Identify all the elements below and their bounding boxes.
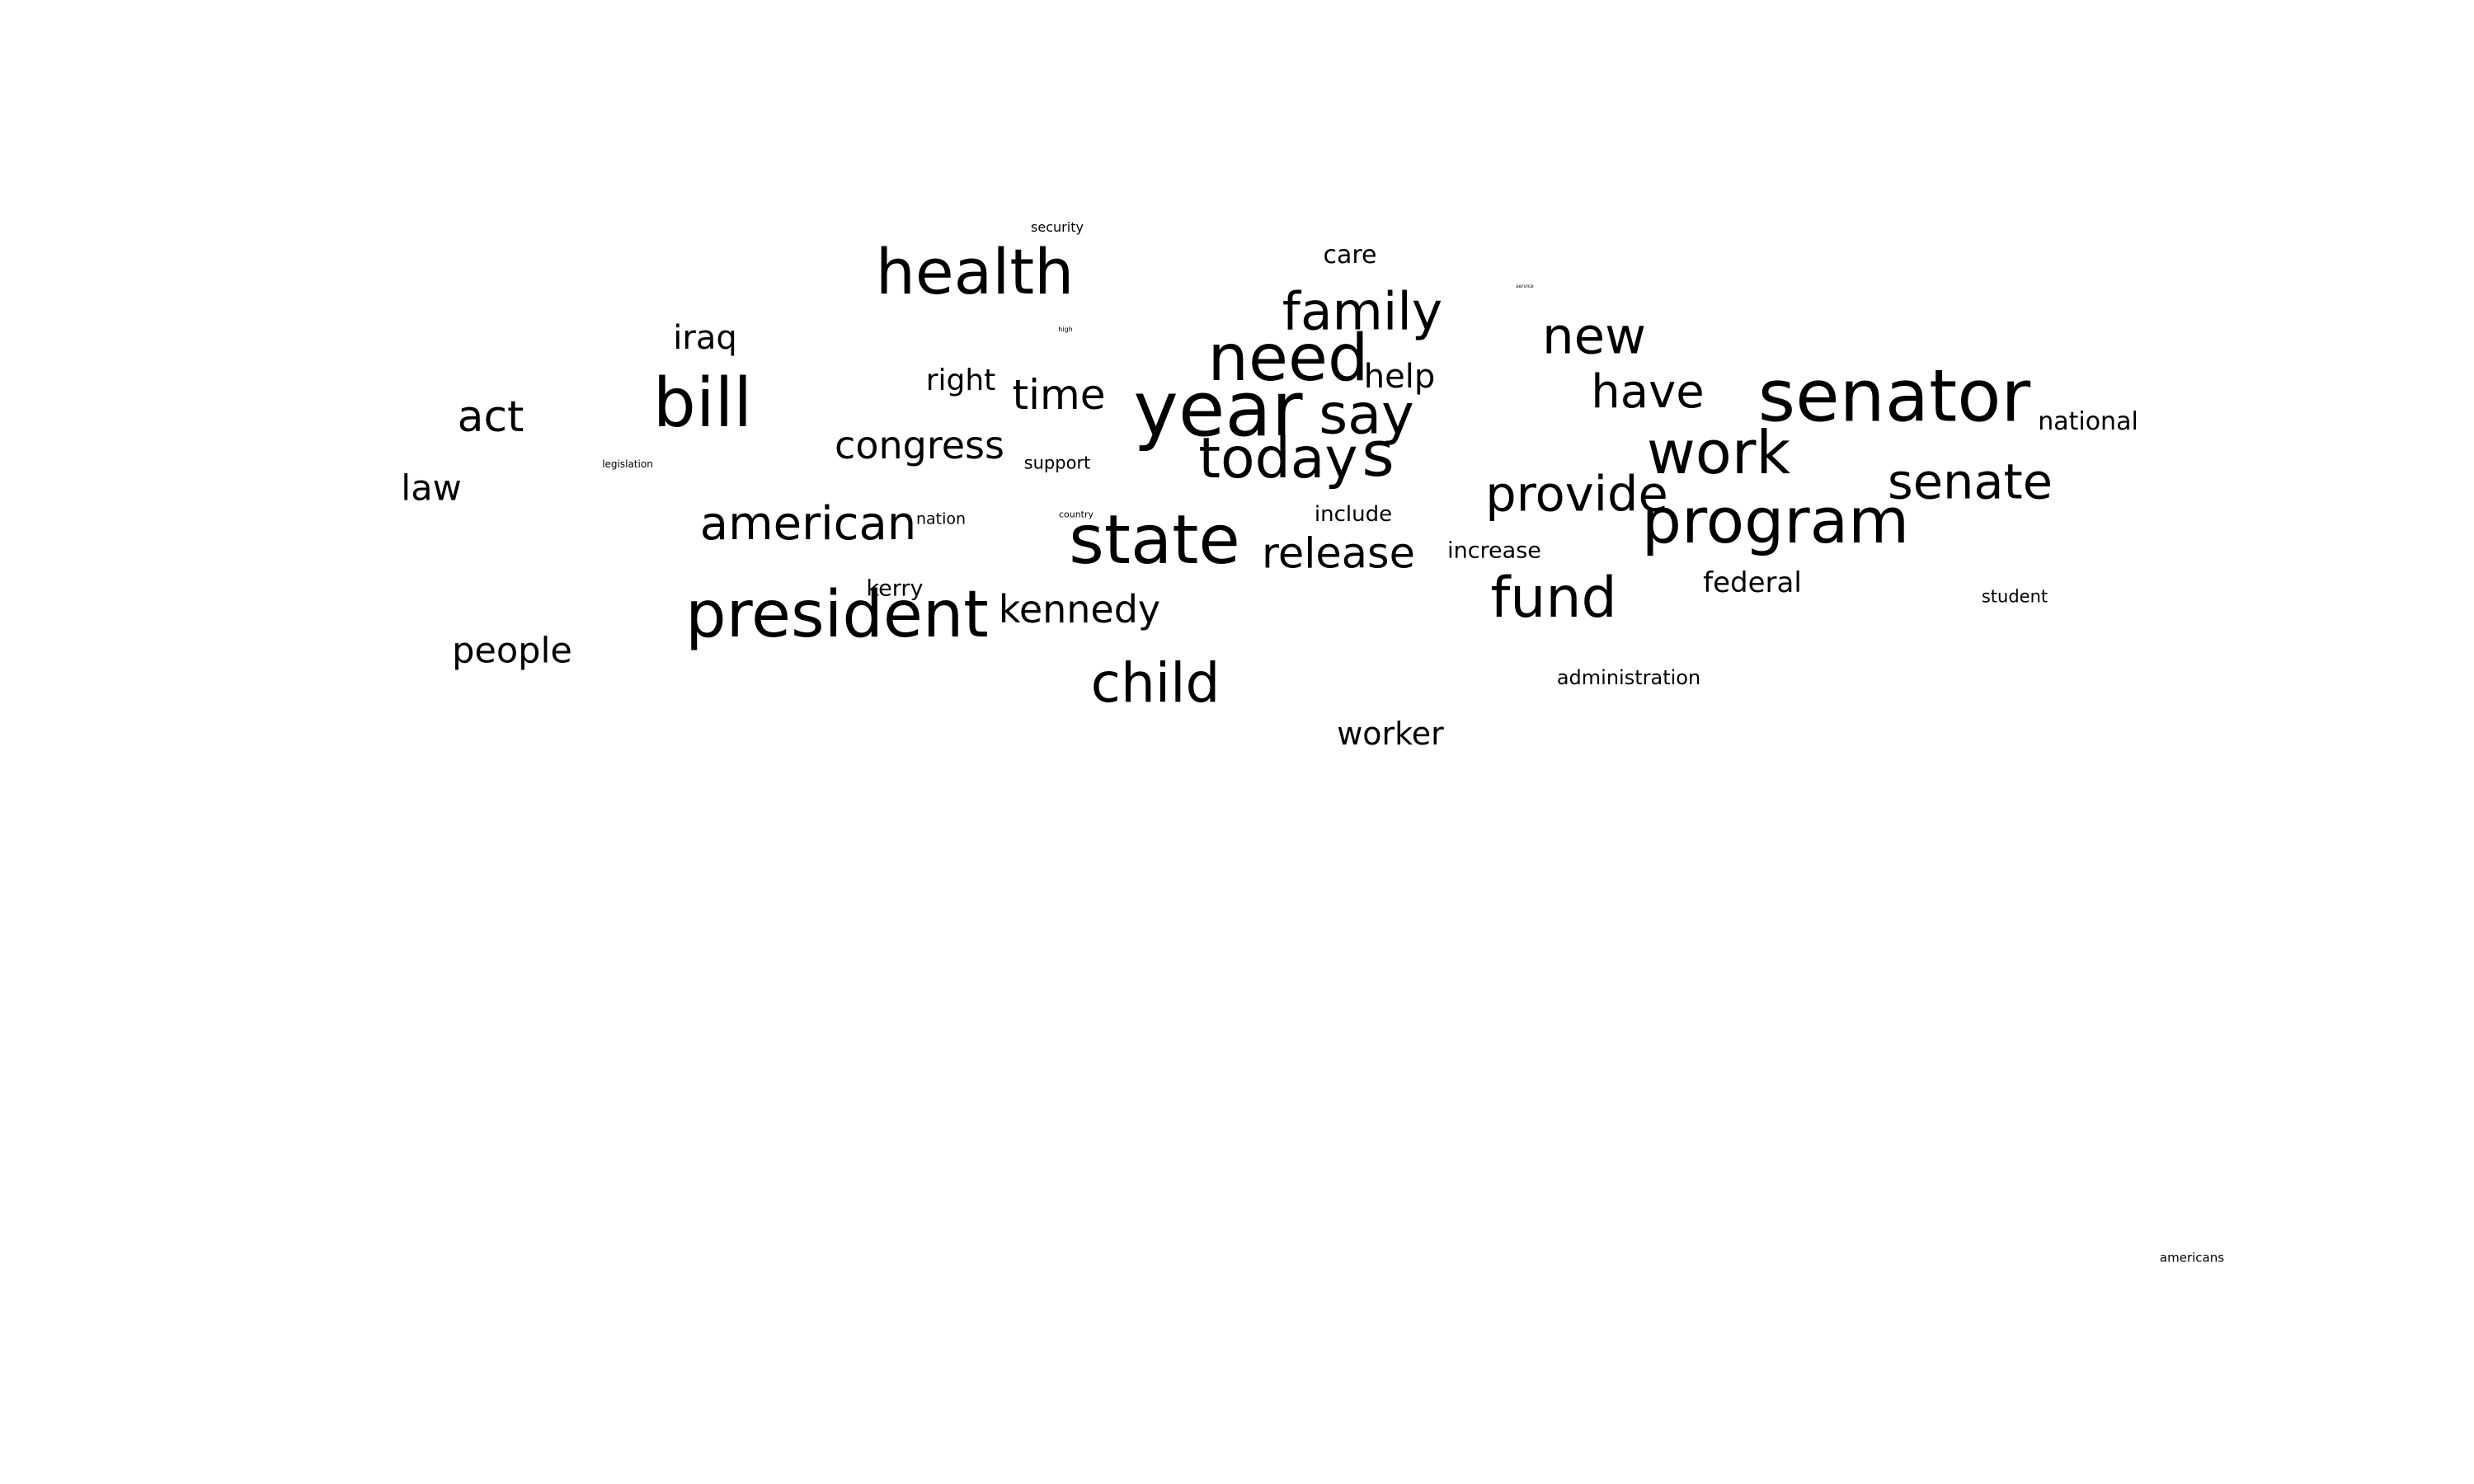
word-support: support — [1023, 453, 1091, 473]
word-country: country — [1058, 509, 1094, 520]
word-child: child — [1090, 651, 1221, 715]
word-care: care — [1323, 241, 1377, 270]
word-year: year — [1133, 365, 1303, 453]
word-right: right — [925, 364, 996, 397]
word-worker: worker — [1337, 716, 1444, 752]
word-bill: bill — [652, 364, 753, 443]
word-americans: americans — [2159, 1250, 2225, 1266]
word-family: family — [1282, 281, 1443, 342]
word-high: high — [1058, 326, 1073, 333]
word-kerry: kerry — [866, 575, 924, 602]
word-student: student — [1981, 586, 2048, 607]
word-health: health — [875, 235, 1075, 308]
word-american: american — [699, 497, 917, 551]
word-people: people — [452, 630, 572, 672]
word-increase: increase — [1447, 538, 1541, 564]
word-state: state — [1069, 501, 1240, 580]
word-provide: provide — [1485, 465, 1668, 523]
word-new: new — [1541, 307, 1647, 366]
word-need: need — [1207, 322, 1369, 396]
word-senator: senator — [1757, 354, 2031, 439]
word-federal: federal — [1703, 566, 1802, 599]
word-today: today — [1198, 426, 1358, 491]
word-release: release — [1262, 529, 1415, 579]
word-kennedy: kennedy — [998, 587, 1161, 632]
word-congress: congress — [835, 423, 1004, 467]
word-act: act — [457, 392, 524, 442]
word-program: program — [1641, 484, 1910, 557]
word-legislation: legislation — [602, 458, 653, 470]
word-work: work — [1646, 418, 1791, 487]
word-help: help — [1363, 358, 1436, 396]
word-law: law — [401, 467, 462, 510]
word-senate: senate — [1887, 453, 2053, 510]
word-fund: fund — [1490, 566, 1617, 631]
word-s: s — [1362, 417, 1395, 491]
word-say: say — [1319, 382, 1414, 447]
word-president: president — [685, 578, 989, 652]
word-administration: administration — [1556, 666, 1701, 689]
word-security: security — [1031, 219, 1084, 235]
word-have: have — [1591, 365, 1705, 419]
word-nation: nation — [915, 510, 967, 528]
word-iraq: iraq — [673, 319, 737, 357]
word-include: include — [1314, 502, 1393, 527]
word-national: national — [2038, 407, 2138, 436]
word-service: service — [1516, 284, 1534, 289]
word-time: time — [1012, 371, 1106, 419]
